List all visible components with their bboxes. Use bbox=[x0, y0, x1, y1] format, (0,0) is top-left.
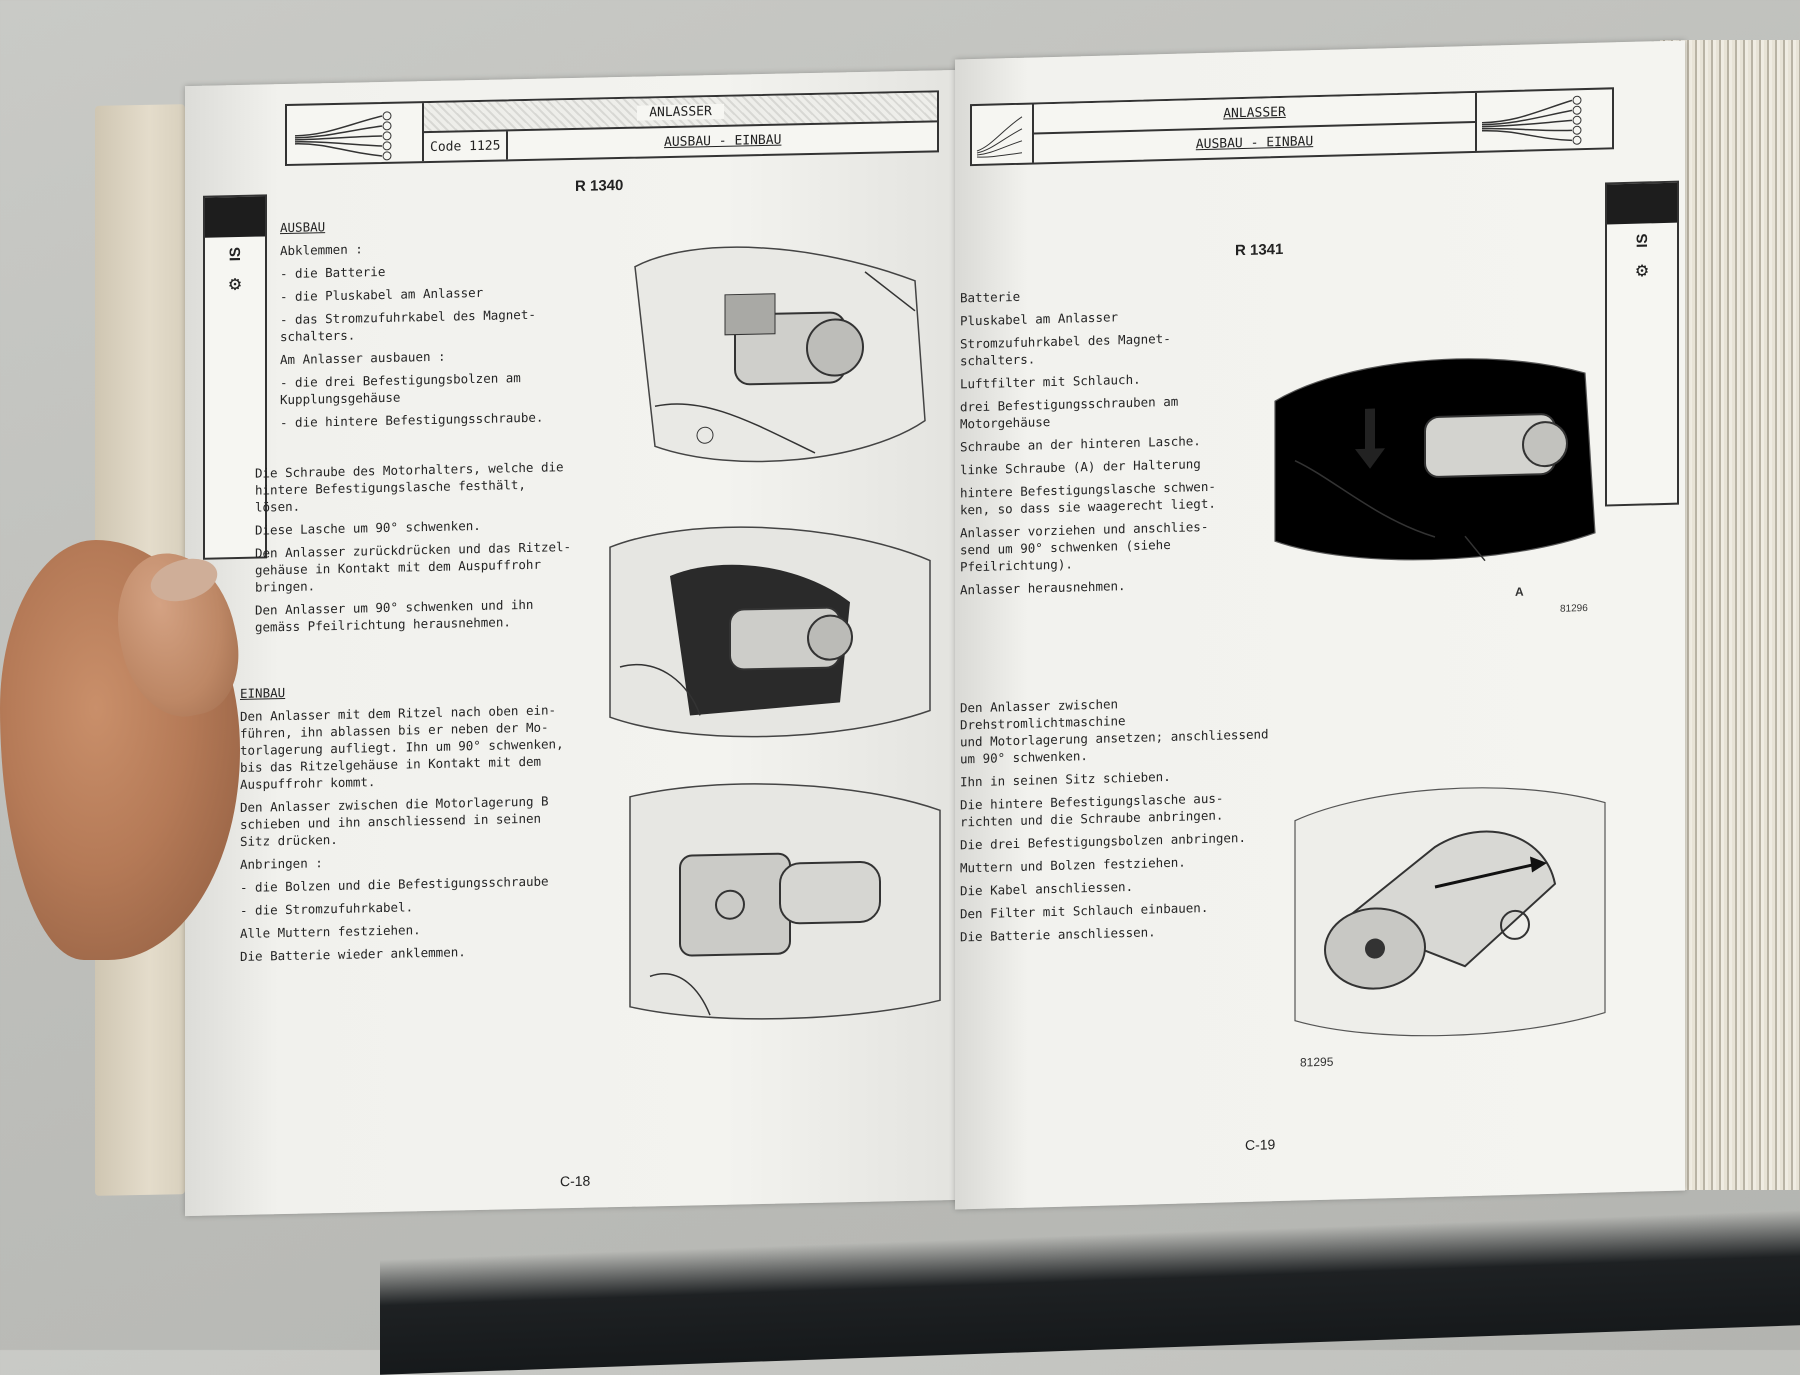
electric-gear-icon: ⚙ bbox=[228, 271, 242, 296]
left-page: ANLASSER Code 1125 AUSBAU - EINBAU R 134… bbox=[185, 69, 960, 1217]
instruction-line: Den Anlasser zurückdrücken und das Ritze… bbox=[255, 539, 572, 595]
right-header-box: ANLASSER AUSBAU - EINBAU bbox=[970, 87, 1614, 167]
engine-illustration-3 bbox=[610, 770, 950, 1027]
engine-illustration-1 bbox=[615, 220, 945, 487]
header-subtitle: AUSBAU - EINBAU bbox=[1195, 133, 1314, 152]
wiring-harness-icon bbox=[972, 104, 1034, 165]
header-title: ANLASSER bbox=[637, 103, 724, 121]
wiring-harness-icon bbox=[1475, 89, 1612, 151]
figure-reference: R 1340 bbox=[575, 176, 624, 195]
starter-motor-illustration bbox=[1285, 772, 1615, 1051]
left-header-box: ANLASSER Code 1125 AUSBAU - EINBAU bbox=[285, 90, 939, 167]
header-code: Code 1125 bbox=[424, 131, 509, 162]
header-subtitle: AUSBAU - EINBAU bbox=[664, 132, 782, 150]
right-page: ANLASSER AUSBAU - EINBAU R 1341 IS ⚙ bbox=[955, 40, 1685, 1210]
figure-label: A bbox=[1515, 584, 1524, 599]
figure-reference: R 1341 bbox=[1235, 240, 1284, 260]
page-number: C-18 bbox=[560, 1172, 591, 1190]
electric-gear-icon: ⚙ bbox=[1635, 257, 1649, 282]
engine-illustration-r1 bbox=[1265, 333, 1605, 582]
instruction-line: Die Schraube des Motorhalters, welche di… bbox=[255, 459, 564, 515]
figure-number: 81295 bbox=[1300, 1054, 1334, 1070]
shadow bbox=[380, 1210, 1800, 1375]
tab-marker bbox=[205, 196, 265, 238]
instruction-line: Den Anlasser zwischen Drehstromlichtmasc… bbox=[960, 696, 1269, 767]
page-number: C-19 bbox=[1245, 1136, 1276, 1153]
installation-instructions: Den Anlasser zwischen Drehstromlichtmasc… bbox=[960, 691, 1280, 951]
tab-label: IS bbox=[226, 246, 244, 262]
tab-label: IS bbox=[1633, 233, 1651, 248]
instruction-line: Den Anlasser mit dem Ritzel nach oben ei… bbox=[240, 702, 564, 792]
wiring-harness-icon bbox=[287, 103, 424, 164]
instruction-line: Den Anlasser zwischen die Motorlagerung … bbox=[240, 793, 549, 849]
tab-marker bbox=[1607, 182, 1677, 225]
figure-number: 81296 bbox=[1560, 602, 1588, 615]
engine-illustration-2 bbox=[600, 510, 940, 747]
section-tab: IS ⚙ bbox=[1605, 180, 1679, 507]
instruction-line: Anlasser vorziehen und anschlies- send u… bbox=[960, 518, 1209, 575]
removal-steps: Die Schraube des Motorhalters, welche di… bbox=[255, 457, 635, 642]
header-title: ANLASSER bbox=[1211, 104, 1298, 122]
